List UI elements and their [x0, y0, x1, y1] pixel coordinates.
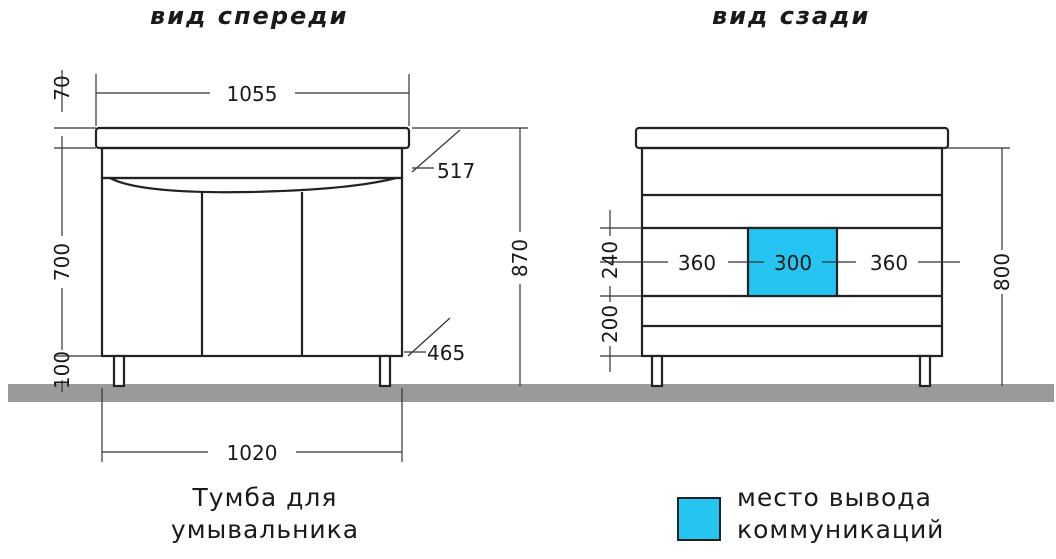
- front-dimension-lines: [54, 70, 528, 462]
- front-leg-left: [112, 354, 126, 388]
- back-leg-right: [918, 354, 932, 388]
- back-dim-center-width: 300: [774, 251, 812, 275]
- front-dim-top-height: 70: [50, 75, 74, 100]
- front-cabinet-body: [100, 176, 404, 358]
- back-dim-gap-upper: 240: [598, 241, 622, 279]
- front-dim-depth-bottom: 465: [427, 341, 465, 365]
- back-body: [640, 146, 944, 358]
- front-leg-right: [378, 354, 392, 388]
- back-view-title: вид сзади: [712, 2, 871, 30]
- back-dim-total-height: 800: [990, 253, 1014, 291]
- back-dim-left-width: 360: [678, 251, 716, 275]
- back-view-cabinet: [634, 126, 950, 388]
- back-dimension-lines: [600, 147, 1010, 386]
- front-countertop: [94, 126, 411, 150]
- front-dim-leg-height: 100: [50, 351, 74, 389]
- back-countertop: [634, 126, 950, 150]
- back-dim-right-width: 360: [870, 251, 908, 275]
- front-view-title: вид спереди: [150, 2, 349, 30]
- back-leg-left: [650, 354, 664, 388]
- front-view-cabinet: [94, 126, 411, 388]
- product-caption-line1: Тумба для: [192, 483, 338, 512]
- back-dim-gap-lower: 200: [598, 305, 622, 343]
- front-dim-width-bottom: 1020: [227, 441, 278, 465]
- front-dim-total-height: 870: [508, 239, 532, 277]
- front-dim-door-height: 700: [50, 243, 74, 281]
- front-upper-panel: [100, 146, 404, 180]
- front-dim-depth-top: 517: [437, 159, 475, 183]
- legend-line2: коммуникаций: [737, 515, 945, 544]
- front-basin-curve: [109, 176, 397, 194]
- product-caption-line2: умывальника: [170, 515, 360, 544]
- floor: [8, 384, 1054, 402]
- legend-text: место вывода коммуникаций: [737, 482, 944, 546]
- legend-line1: место вывода: [737, 483, 932, 512]
- legend-swatch: [677, 497, 721, 541]
- front-dim-width-top: 1055: [227, 82, 278, 106]
- product-caption: Тумба для умывальника: [160, 482, 370, 546]
